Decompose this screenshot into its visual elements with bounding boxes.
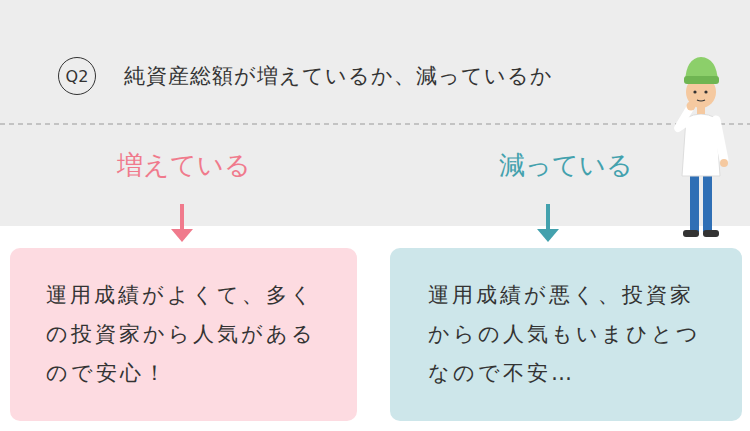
result-panel: 減っている運用成績が悪く、投資家からの人気もいまひとつなので不安…	[390, 248, 742, 421]
panel-body: 運用成績が悪く、投資家からの人気もいまひとつなので不安…	[428, 276, 704, 393]
person-illustration	[678, 57, 728, 237]
result-panel: 増えている運用成績がよくて、多くの投資家から人気があるので安心！	[10, 248, 357, 421]
panel-heading: 増えている	[10, 148, 357, 183]
badge-label: Q2	[66, 67, 89, 86]
title: 純資産総額が増えているか、減っているか	[124, 62, 553, 90]
question-badge: Q2	[58, 57, 96, 95]
down-arrow	[537, 204, 559, 242]
panel-heading: 減っている	[390, 148, 742, 183]
panel-body: 運用成績がよくて、多くの投資家から人気があるので安心！	[46, 276, 322, 393]
header-band	[0, 0, 750, 226]
dashed-divider	[0, 123, 750, 124]
down-arrow	[171, 204, 193, 242]
